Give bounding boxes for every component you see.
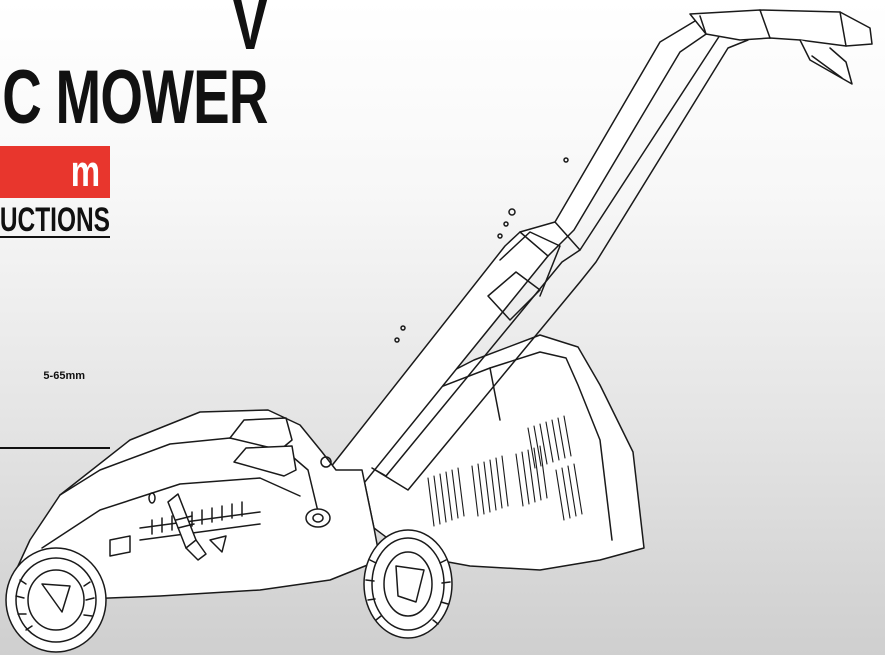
size-band: m xyxy=(0,146,110,198)
grass-box-vents xyxy=(428,416,582,526)
spec-divider xyxy=(0,447,110,449)
cover-title-line-1: V xyxy=(232,0,269,66)
heading-divider xyxy=(0,236,110,238)
size-band-label: m xyxy=(70,147,100,196)
cutting-height-spec: 5-65mm xyxy=(43,370,85,382)
handle-mount-knob xyxy=(306,457,331,527)
handle-grip xyxy=(690,10,872,84)
instructions-heading: UCTIONS xyxy=(0,201,110,239)
mower-deck xyxy=(18,410,380,600)
cover-title-line-2: C MOWER xyxy=(2,55,269,140)
height-adjust-lever xyxy=(168,494,226,560)
rear-wheel xyxy=(364,530,452,638)
front-wheel xyxy=(6,548,106,652)
